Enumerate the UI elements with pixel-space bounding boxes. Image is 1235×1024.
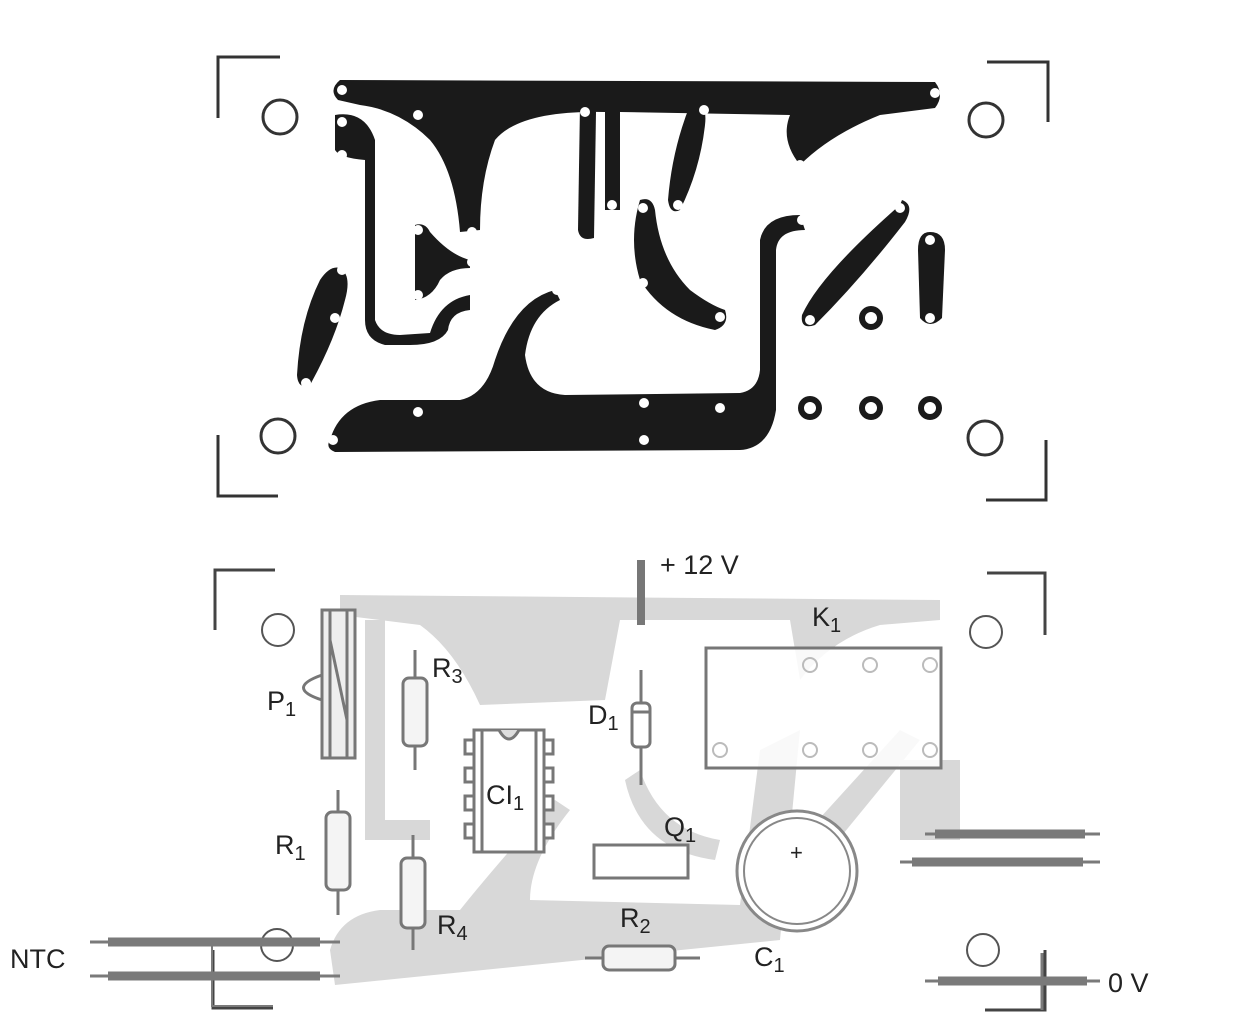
component-overlay [90, 560, 1100, 1012]
resistor-r3 [401, 676, 429, 748]
r2-label: R2 [620, 903, 651, 938]
resistor-r2 [601, 944, 677, 972]
copper-layout [216, 55, 1050, 502]
crop-marks-bottom [211, 568, 1047, 1012]
mounting-holes [259, 98, 1005, 457]
resistors [324, 650, 700, 972]
trimpot-label: P1 [267, 686, 297, 721]
supply-ground-label: 0 V [1108, 968, 1149, 998]
relay-k1 [704, 646, 943, 770]
transistor-q1 [592, 843, 690, 880]
trimpot-p1 [302, 608, 357, 760]
drill-holes [301, 85, 940, 445]
ic-label: CI1 [486, 780, 525, 815]
ntc-label: NTC [10, 944, 66, 974]
capacitor-c1 [735, 809, 859, 933]
resistor-r4 [399, 856, 427, 930]
crop-marks [216, 55, 1050, 502]
r4-label: R4 [437, 910, 468, 945]
supply-plus-label: + 12 V [660, 550, 739, 580]
ic-ci1 [463, 728, 555, 854]
diode-label: D1 [588, 700, 619, 735]
transistor-label: Q1 [664, 812, 697, 847]
r1-label: R1 [275, 830, 306, 865]
diode-d1 [630, 560, 652, 785]
capacitor-label: C1 [754, 942, 785, 977]
capacitor-polarity-mark: + [790, 840, 803, 865]
wire-leads [90, 829, 1100, 1010]
r3-label: R3 [432, 653, 463, 688]
resistor-r1 [324, 810, 352, 892]
isolated-pads [798, 306, 942, 420]
relay-label: K1 [812, 602, 842, 637]
